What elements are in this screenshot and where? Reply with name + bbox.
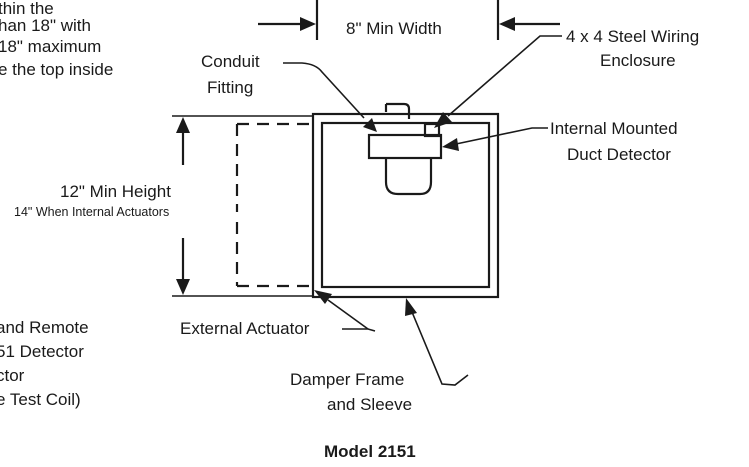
- enclosure-leader-arrowhead: [434, 112, 452, 128]
- min-height-label: 12" Min Height: [60, 182, 171, 201]
- conduit-label-line-2: Fitting: [207, 78, 253, 97]
- conduit-leader-arrowhead: [363, 118, 377, 132]
- actuator-leader-arrowhead: [314, 290, 332, 304]
- damper-leader-arrowhead: [405, 298, 417, 316]
- min-width-label: 8" Min Width: [346, 19, 442, 38]
- height-arrow-top-head: [176, 117, 190, 133]
- enclosure-label-line-1: 4 x 4 Steel Wiring: [566, 27, 699, 46]
- width-arrow-right-head: [499, 17, 515, 31]
- damper-label-line-2: and Sleeve: [327, 395, 412, 414]
- enclosure-leader-line: [447, 35, 562, 117]
- damper-leader-line: [411, 311, 469, 386]
- damper-sleeve-inner: [320, 121, 491, 289]
- height-arrow-bottom-head: [176, 279, 190, 295]
- conduit-fitting-elbow: [386, 102, 411, 119]
- left-note-bottom-line-3: ctor: [0, 366, 25, 385]
- conduit-label-line-1: Conduit: [201, 52, 260, 71]
- damper-frame-outer: [311, 112, 500, 299]
- detector-label-line-1: Internal Mounted: [550, 119, 678, 138]
- min-height-note: 14" When Internal Actuators: [14, 205, 169, 219]
- conduit-leader-line: [283, 62, 365, 119]
- left-note-top-line-1: thin the: [0, 0, 54, 18]
- external-actuator-label: External Actuator: [180, 319, 310, 338]
- width-arrow-left-head: [300, 17, 316, 31]
- model-caption: Model 2151: [324, 442, 416, 461]
- left-note-top-line-2: han 18" with: [0, 16, 91, 35]
- detector-leader-line: [455, 127, 548, 145]
- left-note-top-line-4: e the top inside: [0, 60, 113, 79]
- damper-label-line-1: Damper Frame: [290, 370, 404, 389]
- left-note-bottom-line-1: and Remote: [0, 318, 89, 337]
- enclosure-label-line-2: Enclosure: [600, 51, 676, 70]
- left-note-bottom-line-2: 51 Detector: [0, 342, 84, 361]
- detector-label-line-2: Duct Detector: [567, 145, 671, 164]
- detector-leader-arrowhead: [442, 138, 459, 151]
- left-note-top-line-3: 18" maximum: [0, 37, 101, 56]
- detector-housing: [384, 158, 433, 196]
- left-note-bottom-line-4: e Test Coil): [0, 390, 81, 409]
- actuator-leader-line: [327, 299, 369, 330]
- actuator-leader-tail: [342, 328, 376, 332]
- detector-mounting-bar: [367, 133, 443, 160]
